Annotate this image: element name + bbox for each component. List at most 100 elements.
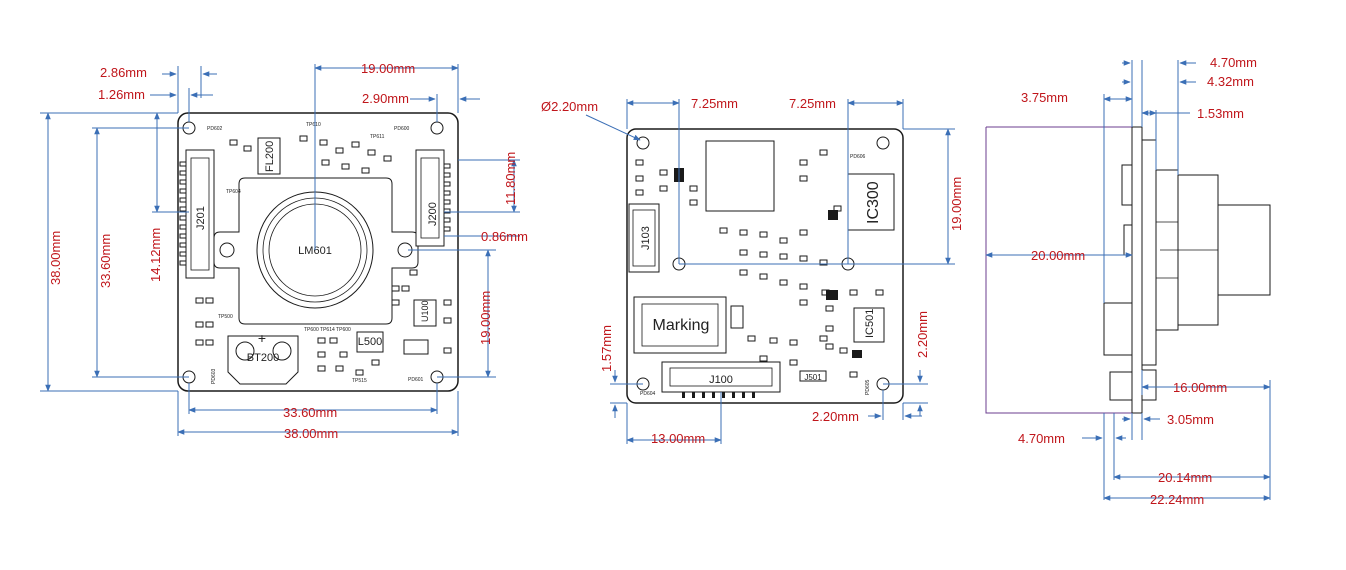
back-mount-hole-tr (876, 136, 890, 150)
dim-19-00-right: 19.00mm (478, 291, 493, 345)
front-smd-part (443, 299, 452, 306)
pd603-label: PD603 (211, 368, 217, 384)
back-smd-part (689, 185, 698, 192)
back-smd-part (849, 371, 858, 378)
j201-pin (179, 215, 187, 221)
j201-inner (190, 157, 210, 271)
front-smd-part (243, 145, 252, 152)
j200-pin (443, 172, 451, 178)
dim-1-53: 1.53mm (1197, 106, 1244, 121)
dim-20-00: 20.00mm (1031, 248, 1085, 263)
j200-inner (420, 157, 440, 239)
dim-19-00-top: 19.00mm (361, 61, 415, 76)
tp515-label: TP515 (352, 378, 367, 384)
j100-pin (702, 392, 705, 398)
j201-pin (179, 233, 187, 239)
front-smd-part (321, 159, 330, 166)
marking-inner (641, 303, 719, 347)
front-smd-part (195, 339, 204, 346)
pd606-label: PD606 (850, 154, 866, 160)
front-smd-part (329, 337, 338, 344)
front-mount-hole-tr (430, 121, 444, 135)
dim-38-00-h: 38.00mm (284, 426, 338, 441)
j103-label: J103 (640, 226, 652, 250)
back-smd-part (779, 253, 788, 260)
fl200-component (257, 137, 281, 175)
dim-22-24: 22.24mm (1150, 492, 1204, 507)
back-view: IC300 J103 Marking IC501 J100 J501 PD605… (626, 128, 904, 404)
j200-pins (443, 163, 451, 232)
front-smd-part (341, 163, 350, 170)
tp600-label: TP600 TP614 TP600 (304, 327, 351, 333)
back-smd-part (659, 185, 668, 192)
j201-pin (179, 188, 187, 194)
j100-pin (682, 392, 685, 398)
front-smd-part (299, 135, 308, 142)
ic501-chip (853, 307, 885, 343)
marking-module (633, 296, 727, 354)
back-smd-part (769, 337, 778, 344)
j100-pins (682, 392, 755, 398)
dim-7-25-left: 7.25mm (691, 96, 738, 111)
back-smd-part (759, 273, 768, 280)
dim-7-25-right: 7.25mm (789, 96, 836, 111)
back-mount-hole-tl (636, 136, 650, 150)
back-main-chip (705, 140, 775, 212)
fl200-label: FL200 (264, 141, 276, 172)
dim-20-14: 20.14mm (1158, 470, 1212, 485)
back-smd-part (635, 175, 644, 182)
j201-pin (179, 161, 187, 167)
back-smd-part (779, 279, 788, 286)
back-view-dimensions: Ø2.20mm 7.25mm 7.25mm 19.00mm 1.57mm 2.2… (541, 96, 964, 446)
dim-2-20-horizontal: 2.20mm (812, 409, 859, 424)
back-smd-part (659, 169, 668, 176)
tp604-label: TP604 (226, 189, 241, 195)
dim-3-75: 3.75mm (1021, 90, 1068, 105)
dim-0-86: 0.86mm (481, 229, 528, 244)
j201-pin (179, 251, 187, 257)
front-smd-part (371, 359, 380, 366)
lens-holder-screw-left (219, 242, 235, 258)
marking-label: Marking (653, 317, 710, 334)
front-smd-part (205, 321, 214, 328)
side-rear-part-1 (1121, 164, 1133, 206)
j201-pin (179, 224, 187, 230)
dim-11-80: 11.80mm (503, 152, 518, 205)
j100-connector (661, 361, 781, 393)
back-smd-part (799, 229, 808, 236)
back-smd-part (849, 289, 858, 296)
back-dark-part (828, 210, 838, 220)
dim-diameter-2-20: Ø2.20mm (541, 99, 598, 114)
j200-pin (443, 226, 451, 232)
side-pcb-front (1131, 126, 1143, 414)
back-smd-part (875, 289, 884, 296)
back-smd-part (719, 227, 728, 234)
bt200-label: BT200 (247, 352, 279, 364)
front-smd-part (195, 297, 204, 304)
j100-label: J100 (709, 374, 733, 386)
back-smd-part (759, 231, 768, 238)
back-smd-part (819, 149, 828, 156)
dim-3-05: 3.05mm (1167, 412, 1214, 427)
j200-pin (443, 190, 451, 196)
dim-33-60-h: 33.60mm (283, 405, 337, 420)
tp610-label: TP610 (306, 122, 321, 128)
j201-pin (179, 206, 187, 212)
j201-pin (179, 242, 187, 248)
front-smd-part (409, 269, 418, 276)
back-dark-part (826, 290, 838, 300)
back-smd-part (799, 283, 808, 290)
back-smd-part (825, 343, 834, 350)
front-smd-part (335, 147, 344, 154)
front-smd-part (229, 139, 238, 146)
dim-16-00: 16.00mm (1173, 380, 1227, 395)
j103-inner (632, 209, 656, 267)
dim-33-60-v: 33.60mm (98, 234, 113, 288)
dim-38-00-v: 38.00mm (48, 231, 63, 285)
side-view-dimensions: 4.70mm 4.32mm 3.75mm 1.53mm 20.00mm 16.0… (985, 55, 1271, 507)
front-view: LM601 J201 J200 FL200 + BT200 L500 U100 … (177, 112, 459, 392)
ic501-label: IC501 (864, 309, 876, 338)
front-smd-part (355, 369, 364, 376)
dim-19-00-back: 19.00mm (949, 177, 964, 231)
